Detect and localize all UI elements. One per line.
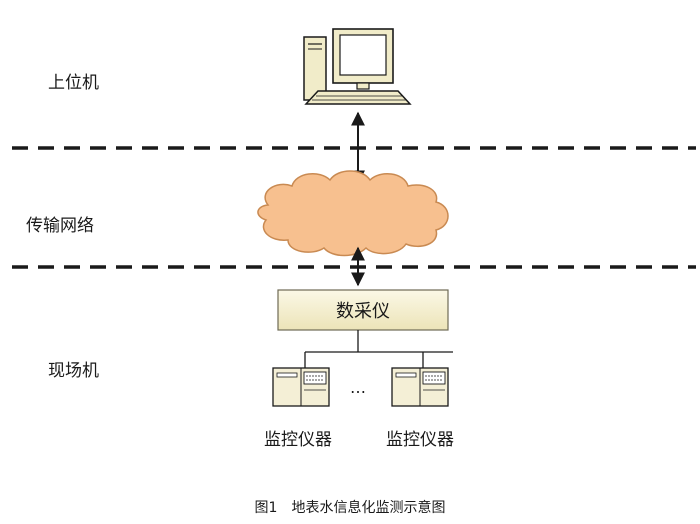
instrument-icon-right (391, 367, 449, 407)
network-cloud (257, 170, 449, 257)
data-collector-box: 数采仪 (277, 289, 449, 331)
figure-caption: 图1 地表水信息化监测示意图 (255, 499, 446, 516)
layer-label-top: 上位机 (48, 73, 99, 93)
data-collector-label: 数采仪 (336, 301, 390, 322)
computer-icon (303, 28, 412, 105)
instrument-label-left: 监控仪器 (264, 430, 332, 450)
instrument-ellipsis: … (350, 378, 366, 397)
layer-label-middle: 传输网络 (26, 216, 94, 236)
instrument-icon-left (272, 367, 330, 407)
instrument-label-right: 监控仪器 (386, 430, 454, 450)
layer-label-bottom: 现场机 (48, 361, 99, 381)
